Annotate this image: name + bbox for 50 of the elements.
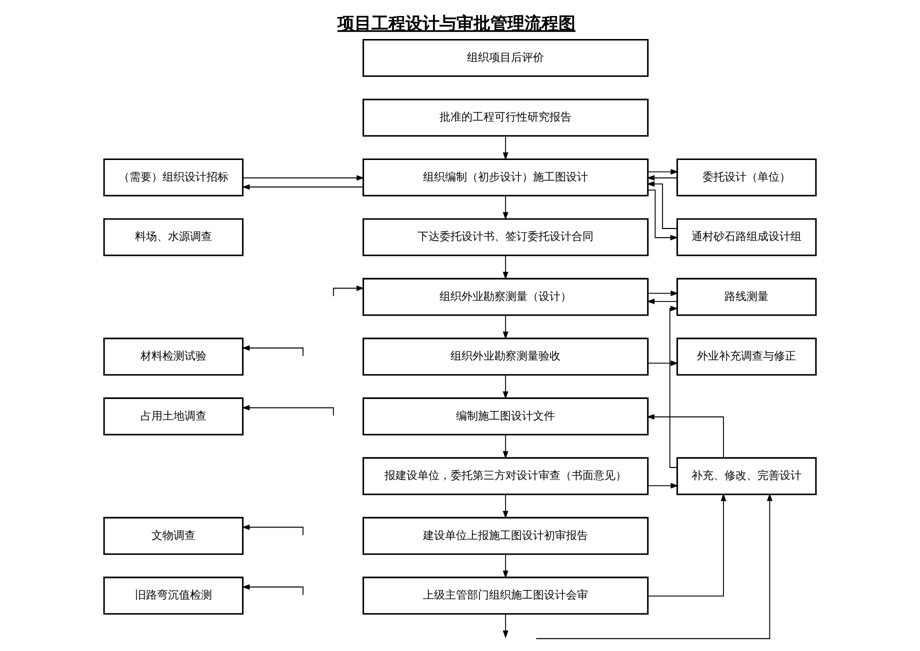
arrow <box>502 195 508 220</box>
node-box: 下达委托设计书、签订委托设计合同 <box>362 218 649 256</box>
arrow <box>648 190 678 240</box>
node-box: 组织外业勘察测量验收 <box>362 338 649 376</box>
node-box: 组织项目后评价 <box>362 38 649 77</box>
arrow <box>647 493 726 597</box>
node-box: 补充、修改、完善设计 <box>676 457 817 496</box>
node-box: 组织编制（初步设计）施工图设计 <box>362 158 649 196</box>
diagram-title: 项目工程设计与审批管理流程图 <box>337 14 576 34</box>
arrow <box>242 345 304 356</box>
node-box: 外业补充调查与修正 <box>676 338 817 376</box>
arrow <box>647 169 679 175</box>
arrow <box>242 404 334 416</box>
arrow <box>502 554 508 578</box>
arrow <box>646 298 678 304</box>
arrow <box>647 290 679 296</box>
node-box: 编制施工图设计文件 <box>362 397 649 436</box>
arrow <box>502 135 508 160</box>
arrow <box>242 184 364 190</box>
node-box: 料场、水源调查 <box>103 218 244 256</box>
arrow <box>242 524 304 536</box>
arrow <box>242 175 365 181</box>
node-box: 材料检测试验 <box>103 338 244 376</box>
node-box: 建设单位上报施工图设计初审报告 <box>362 516 649 555</box>
arrow <box>647 360 679 366</box>
node-box: 文物调查 <box>103 516 244 555</box>
node-box: 通村砂石路组成设计组 <box>676 218 817 256</box>
node-box: 路线测量 <box>676 278 817 316</box>
arrow <box>646 181 678 229</box>
node-box: 报建设单位，委托第三方对设计审查（书面意见） <box>362 457 649 496</box>
node-box: 上级主管部门组织施工图设计会审 <box>362 576 649 615</box>
arrow <box>669 306 678 468</box>
arrow <box>647 482 679 488</box>
arrow <box>502 254 508 280</box>
node-box: 旧路弯沉值检测 <box>103 576 244 615</box>
arrow <box>502 434 508 459</box>
arrow <box>536 493 772 640</box>
node-box: 委托设计（单位） <box>676 158 817 196</box>
node-box: （需要）组织设计招标 <box>103 158 244 196</box>
node-box: 占用土地调查 <box>103 397 244 436</box>
arrow <box>242 584 304 596</box>
arrow <box>502 494 508 519</box>
arrow <box>502 314 508 340</box>
arrow <box>332 285 364 297</box>
arrow <box>646 175 678 181</box>
arrow <box>646 414 724 458</box>
arrow <box>502 614 508 638</box>
arrow <box>502 374 508 400</box>
node-box: 组织外业勘察测量（设计） <box>362 278 649 316</box>
node-box: 批准的工程可行性研究报告 <box>362 98 649 137</box>
